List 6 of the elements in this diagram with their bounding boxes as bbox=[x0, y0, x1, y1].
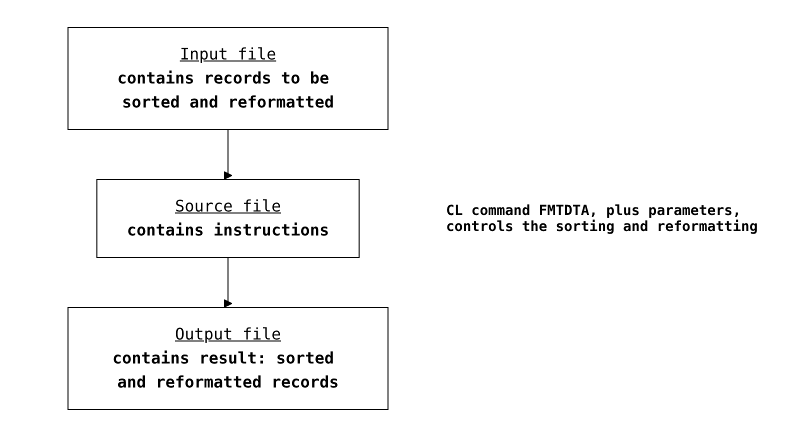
arrow bbox=[224, 257, 232, 308]
node-box: Input file contains records to be sorted and reformatted bbox=[68, 27, 388, 130]
note-text: CL command FMTDTA, plus parameters, controls the sorting and reformatting bbox=[446, 202, 759, 234]
node-box: Source file contains instructions bbox=[96, 179, 360, 258]
node-box: Output file contains result: sorted and reformatted records bbox=[68, 307, 388, 410]
arrow bbox=[224, 129, 232, 180]
